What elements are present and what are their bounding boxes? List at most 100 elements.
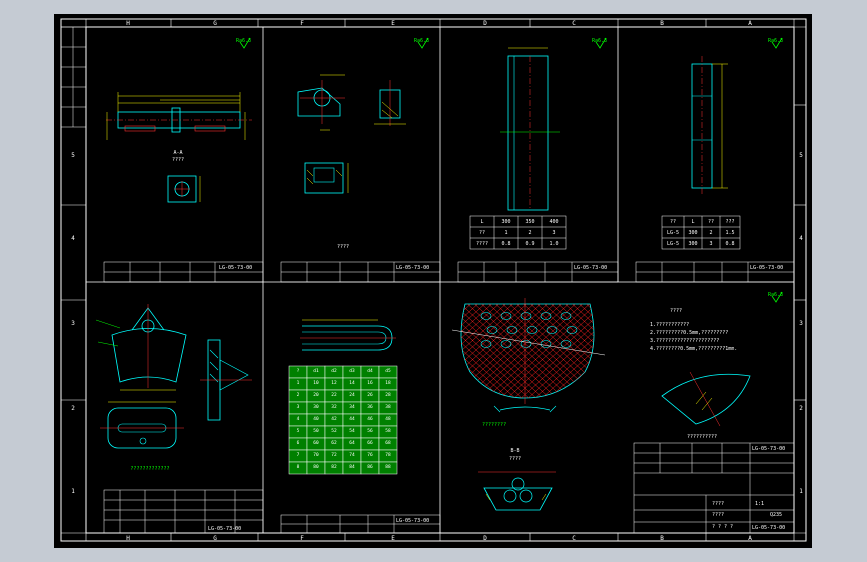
hatch-line: [461, 304, 511, 398]
outer-frame: [60, 18, 807, 542]
drawing-number: LG-05-73-00: [750, 265, 783, 271]
zone-bottom-d: D: [483, 535, 487, 542]
zone-bottom-b: B: [660, 535, 664, 542]
plate-hole: [500, 312, 512, 320]
zone-right-5: 5: [799, 152, 803, 159]
hatch-line: [461, 304, 483, 398]
plate-hole: [480, 312, 492, 320]
zone-right-4: 4: [799, 235, 803, 242]
table-cell: 2: [709, 230, 712, 236]
u-bar-view: [300, 319, 396, 351]
table-cell: 0.8: [725, 241, 734, 247]
title-block-drawing-number-bottom: LG-05-73-00: [752, 525, 785, 531]
grid-cell: 38: [385, 404, 391, 410]
wedge-view: [661, 371, 751, 427]
hatch-line: [539, 304, 594, 398]
small-view-caption: ????: [509, 456, 521, 462]
grid-cell: 88: [385, 464, 391, 470]
zone-right-2: 2: [799, 405, 803, 412]
grid-cell: 22: [331, 392, 337, 398]
zone-right-1: 1: [799, 488, 803, 495]
grid-header-cell: d5: [385, 368, 391, 374]
title-block-sheet: ? ? ? ?: [712, 524, 733, 530]
hatch-line: [560, 304, 594, 398]
grid-cell: 76: [367, 452, 373, 458]
zone-left-2: 2: [71, 405, 75, 412]
hatch-line: [504, 304, 594, 398]
post-view: [691, 56, 728, 196]
zone-bottom-g: G: [213, 535, 217, 542]
table-cell: ??: [670, 219, 676, 225]
plate-caption: ????????: [482, 422, 506, 428]
title-block-drawing-number: LG-05-73-00: [752, 446, 785, 452]
hatch-line: [476, 304, 588, 398]
plate-hole: [540, 312, 552, 320]
grid-cell: 12: [331, 380, 337, 386]
table-right-top: ?? L ?? ??? LG-5 300 2 1.5 LG-5 300 3 0.…: [661, 215, 741, 250]
zone-bottom-h: H: [126, 535, 130, 542]
grid-header-cell: d3: [349, 368, 355, 374]
title-block-sub-title: ????: [712, 512, 724, 518]
plate-hole: [506, 326, 518, 334]
zone-top-a: A: [748, 20, 752, 27]
hatch-line: [497, 304, 594, 398]
roughness-symbol-icon: Ra6.3: [592, 37, 607, 49]
table-cell: 0.8: [501, 241, 510, 247]
hatch-line: [461, 304, 504, 398]
grid-header-cell: d2: [331, 368, 337, 374]
title-block-scale: 1:1: [755, 501, 764, 507]
grid-cell: 48: [385, 416, 391, 422]
hatch-line: [567, 304, 594, 398]
hatch-line: [461, 304, 490, 398]
hatch-line: [461, 304, 525, 398]
table-cell: 300: [501, 219, 510, 225]
hatch-line: [525, 304, 594, 398]
zone-top-b: B: [660, 20, 664, 27]
grid-cell: 82: [331, 464, 337, 470]
grid-header-cell: d1: [313, 368, 319, 374]
title-block-main-title: ????: [712, 501, 724, 507]
hatch-line: [546, 304, 594, 398]
plate-hole: [560, 340, 572, 348]
grid-cell: 44: [349, 416, 355, 422]
zone-top-e: E: [391, 20, 395, 27]
hatch-line: [461, 304, 539, 398]
grid-cell: 52: [331, 428, 337, 434]
grid-cell: 60: [313, 440, 319, 446]
shaft-section-view: [167, 175, 201, 203]
plate-hole: [500, 340, 512, 348]
zone-left-4: 4: [71, 235, 75, 242]
grid-cell: 80: [313, 464, 319, 470]
roughness-symbol-icon: Ra6.3: [236, 37, 251, 49]
small-view-label: B-B: [510, 448, 519, 454]
hatch-line: [511, 304, 594, 398]
plate-hole: [520, 312, 532, 320]
hatch-line: [461, 304, 532, 398]
shaft-section-label: A-A: [173, 150, 182, 156]
zone-top-f: F: [300, 20, 304, 27]
table-cell: L: [480, 219, 483, 225]
zone-top-d: D: [483, 20, 487, 27]
zone-top-g: G: [213, 20, 217, 27]
notes-title: ????: [670, 308, 682, 314]
hatch-line: [462, 304, 574, 398]
main-title-block: [633, 442, 795, 534]
hatch-line: [461, 304, 497, 398]
title-strips-upper: [103, 261, 795, 283]
table-cell: ????: [476, 241, 488, 247]
roughness-symbol-icon: Ra6.3: [414, 37, 429, 49]
zone-left-5: 5: [71, 152, 75, 159]
plate-hole: [526, 326, 538, 334]
bottom-left-caption: ?????????????: [130, 466, 169, 472]
wedge-caption: ??????????: [687, 434, 717, 440]
grid-header-cell: ?: [297, 368, 300, 374]
table-cell: 1: [504, 230, 507, 236]
grid-cell: 40: [313, 416, 319, 422]
grid-cell: 84: [349, 464, 355, 470]
drawing-number: LG-05-73-00: [208, 526, 241, 532]
grid-cell: 16: [367, 380, 373, 386]
zone-left-1: 1: [71, 488, 75, 495]
plate-hole: [560, 312, 572, 320]
slot-plate-view: [100, 401, 184, 449]
grid-cell: 24: [349, 392, 355, 398]
